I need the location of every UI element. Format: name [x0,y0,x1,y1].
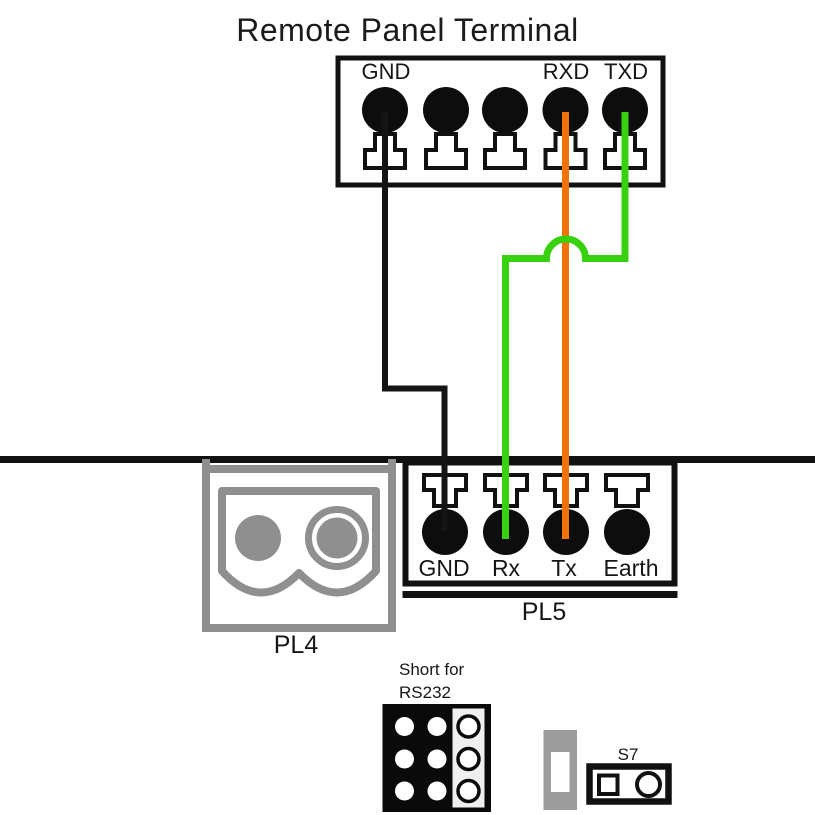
remote-pin-txd [602,87,648,133]
remote-pin-rxd [542,87,589,133]
page-title: Remote Panel Terminal [236,12,579,48]
rs232-strip-hole-3 [456,778,481,804]
remote-pin-label-txd: TXD [604,59,648,84]
rs232-pin-6 [427,781,447,801]
s7-round-pad [635,771,662,798]
pl4-pin-left [235,515,281,561]
jumper-cap-hole [551,752,570,792]
rs232-pin-1 [395,717,414,736]
rs232-caption-line1: Short for [399,660,465,679]
rs232-strip-hole-2 [456,746,481,772]
remote-pin-label-rxd: RXD [542,59,590,84]
rs232-caption-line2: RS232 [399,683,451,702]
pl4-pin-right [316,517,358,559]
pl5-pin-earth [604,509,650,555]
pl5-label: PL5 [521,598,567,626]
pl5-pin-label-rx: Rx [491,555,521,581]
pl5-pin-label-earth: Earth [603,555,659,581]
remote-pin-gnd [362,87,408,133]
pl5-pin-label-gnd: GND [418,555,470,581]
jumper-cap [543,730,577,810]
s7-label: S7 [617,745,639,764]
rs232-strip-hole-1 [456,714,481,739]
pl4-connector [202,459,396,632]
pl5-pin-gnd [422,509,468,555]
pl5-connector [402,459,678,598]
gnd-wire [382,112,448,531]
rs232-pin-4 [427,717,447,736]
remote-pin-3 [482,87,528,133]
rs232-pin-3 [395,781,414,801]
remote-terminal-block [335,55,666,188]
remote-pin-label-gnd: GND [361,59,411,84]
rs232-pin-2 [395,749,414,769]
s7-square-pad [597,773,620,796]
txd-wire [502,112,629,539]
rs232-pin-5 [427,749,447,769]
remote-pin-2 [423,87,469,133]
pl5-bottom-bar [402,591,678,598]
pl5-pin-label-tx: Tx [551,555,577,581]
pl4-label: PL4 [273,631,319,659]
s7-header [586,763,672,805]
pl4-pin-right-ring [305,506,369,570]
rs232-jumper-block [382,704,491,812]
